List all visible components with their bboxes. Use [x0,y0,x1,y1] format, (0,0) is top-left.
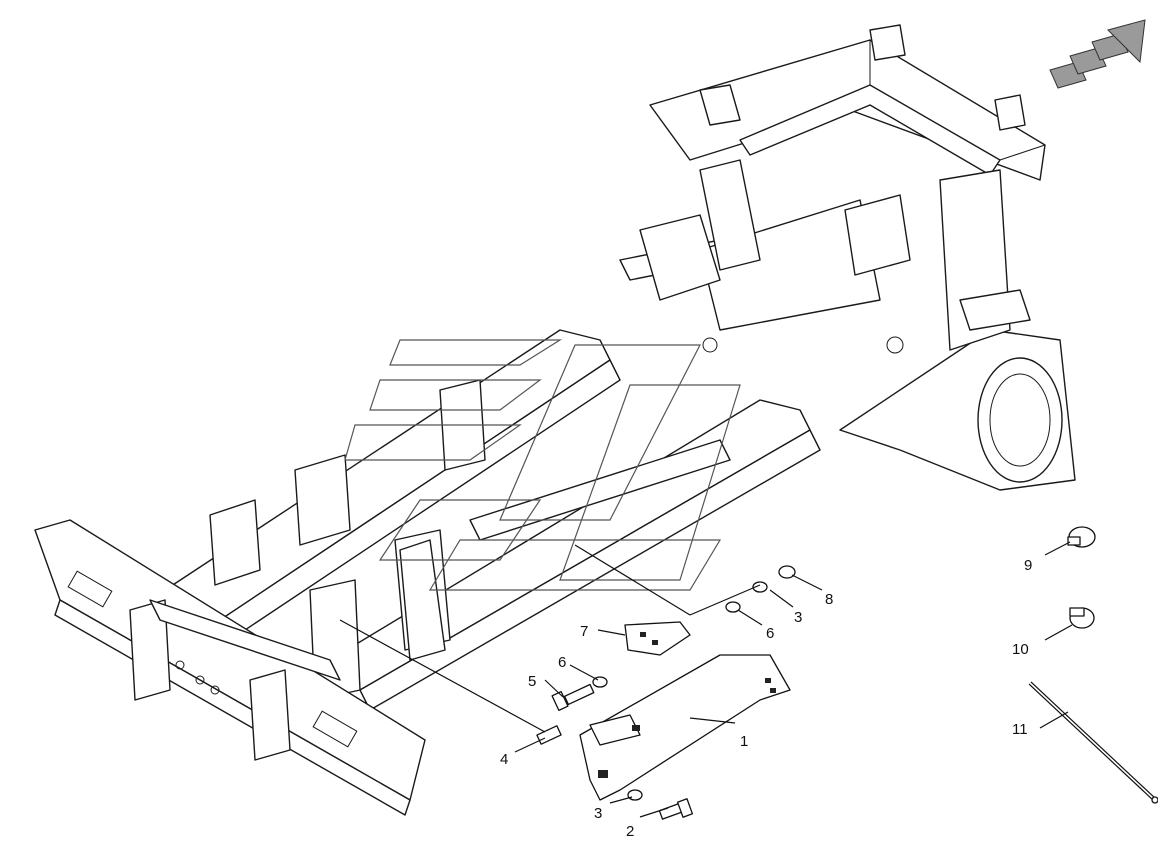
callout-6-lower: 6 [558,654,566,671]
watermark-logo [344,339,741,591]
washer-part-3-lower [627,789,643,801]
callout-4: 4 [500,751,508,768]
direction-arrow-icon [1049,19,1146,89]
callout-7: 7 [580,623,588,640]
callout-3-upper: 3 [794,609,802,626]
callout-10: 10 [1012,641,1029,658]
callout-11: 11 [1012,721,1028,738]
callout-9: 9 [1024,557,1032,574]
callout-5: 5 [528,673,536,690]
callout-3-lower: 3 [594,805,602,822]
clamp-part-10 [1069,607,1095,629]
callout-1: 1 [740,733,748,750]
bolt-part-2 [658,798,694,820]
washer-part-6-upper [725,601,741,613]
nut-part-8 [778,565,796,579]
clamp-part-9 [1067,526,1096,548]
callouts: 1 2 3 3 4 5 6 6 7 8 9 10 11 [500,557,1032,840]
washer-part-3-upper [752,581,768,593]
cable-tie-part-11 [1028,681,1158,804]
spacer-part-4 [536,725,562,745]
bracket-part-1 [579,654,791,801]
callout-8: 8 [825,591,833,608]
callout-6-upper: 6 [766,625,774,642]
bolt-part-5 [551,683,595,712]
leader-lines [339,541,1073,818]
plate-part-7 [624,621,691,656]
callout-2: 2 [626,823,634,840]
